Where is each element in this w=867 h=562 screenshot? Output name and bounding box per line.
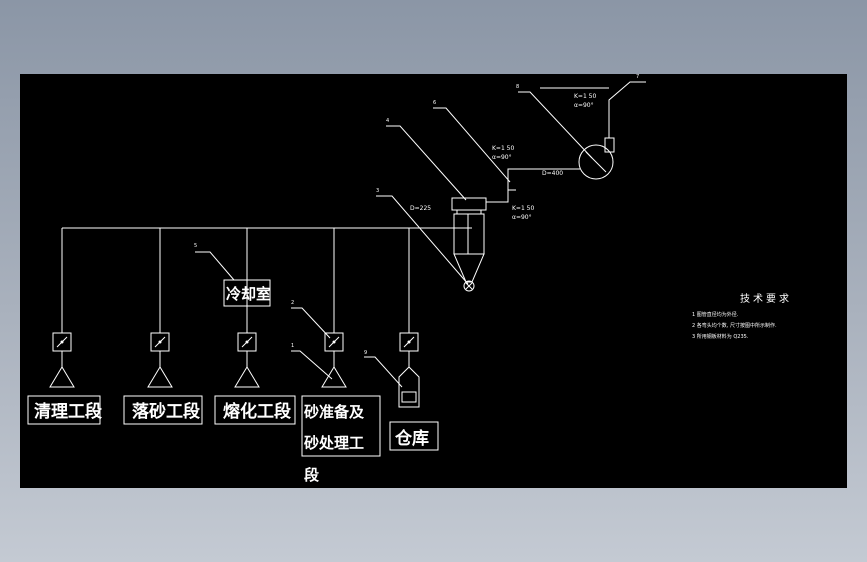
annotation-k-top: K=1 50 [574, 93, 597, 100]
station-box-1 [27, 395, 101, 425]
station-label-sand-line3: 段 [304, 466, 319, 484]
dust-collection-diagram: 清理工段 落砂工段 熔化工段 砂准备及 砂处理工 段 仓库 冷却室 5 2 1 … [27, 74, 792, 484]
cooling-room-label: 冷却室 [226, 285, 271, 303]
annotation-k-mid: K=1 50 [492, 145, 515, 152]
leader-9 [364, 356, 403, 388]
station-box-2 [123, 395, 203, 425]
exhaust-stack [608, 81, 646, 138]
annotation-a-top: α=90° [574, 102, 594, 109]
leader-1 [291, 350, 333, 380]
station-label-sand-line1: 砂准备及 [304, 403, 365, 421]
annotation-a-mid: α=90° [492, 154, 512, 161]
tech-requirements-title: 技术要求 [740, 292, 792, 305]
station-label-sand-line2: 砂处理工 [304, 434, 364, 452]
station-box-5 [389, 421, 439, 451]
station-label-warehouse: 仓库 [394, 428, 429, 449]
callout-4: 4 [386, 118, 389, 124]
cyclone-separator [451, 197, 487, 292]
leader-5 [195, 251, 235, 281]
cooling-room-box [223, 279, 271, 307]
callout-9: 9 [364, 350, 367, 356]
warehouse-hood [398, 366, 420, 408]
station-box-3 [214, 395, 296, 425]
valve-5 [399, 332, 419, 352]
suction-hood-2 [147, 366, 173, 388]
outlet-duct [486, 168, 580, 203]
leader-3 [376, 195, 469, 285]
tech-note-1: 1 图管直径均为外径. [692, 311, 739, 318]
station-label-melting: 熔化工段 [223, 401, 291, 422]
callout-2: 2 [291, 300, 294, 306]
leader-2 [291, 307, 331, 339]
leader-4 [386, 125, 467, 201]
valve-2 [150, 332, 170, 352]
annotation-d225: D=225 [410, 205, 431, 212]
leader-8 [518, 91, 593, 159]
callout-3: 3 [376, 188, 379, 194]
leader-6 [433, 107, 511, 183]
annotation-k-low: K=1 50 [512, 205, 535, 212]
tech-note-2: 2 各弯头均个数, 尺寸按图中所示制作. [692, 322, 777, 329]
callout-1: 1 [291, 343, 294, 349]
callout-5: 5 [194, 243, 197, 249]
callout-6: 6 [433, 100, 436, 106]
annotation-d400: D=400 [542, 170, 563, 177]
tech-note-3: 3 所用钢板材料为 Q235. [692, 333, 749, 340]
station-label-shakeout: 落砂工段 [132, 401, 200, 422]
suction-hood-1 [49, 366, 75, 388]
station-label-cleaning: 清理工段 [34, 401, 102, 422]
suction-hood-3 [234, 366, 260, 388]
annotation-a-low: α=90° [512, 214, 532, 221]
callout-7: 7 [636, 74, 639, 80]
cad-drawing-viewport[interactable]: 清理工段 落砂工段 熔化工段 砂准备及 砂处理工 段 仓库 冷却室 5 2 1 … [20, 74, 847, 488]
callout-8: 8 [516, 84, 519, 90]
exhaust-fan [578, 137, 615, 180]
valve-1 [52, 332, 72, 352]
valve-3 [237, 332, 257, 352]
suction-hood-4 [321, 366, 347, 388]
station-box-4 [301, 395, 381, 457]
